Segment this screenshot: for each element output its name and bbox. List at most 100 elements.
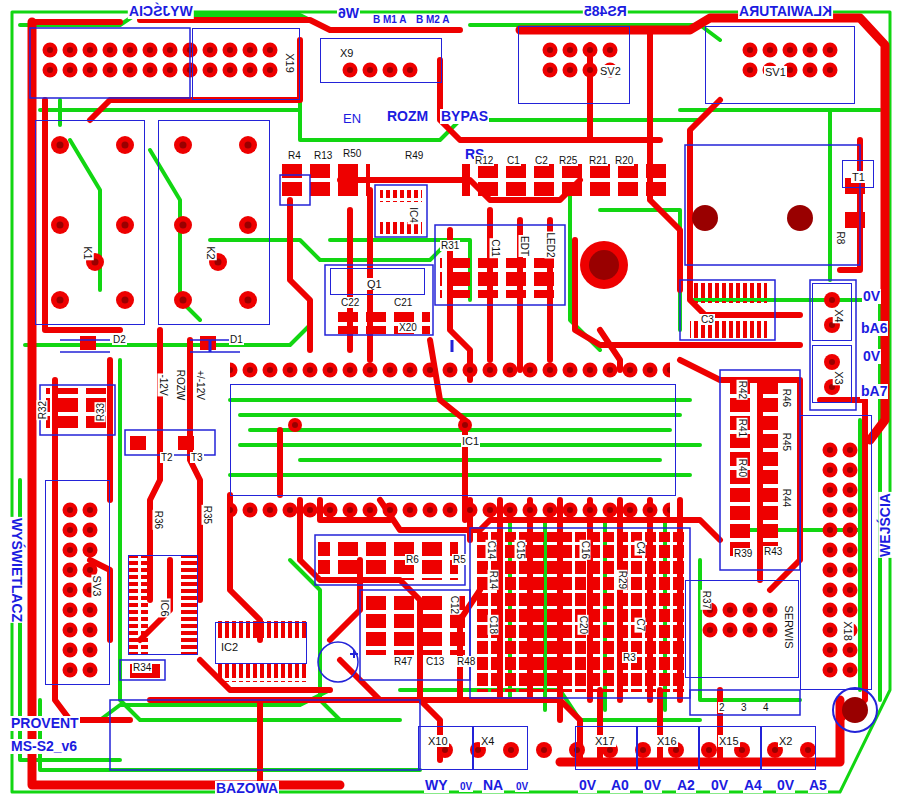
solder-pad	[122, 222, 129, 229]
part-name: X18	[842, 620, 854, 642]
silkscreen-outline	[40, 385, 115, 435]
solder-pad	[280, 162, 370, 198]
solder-pad	[288, 418, 302, 432]
part-name: IC1	[461, 435, 480, 447]
top-copper-trace	[277, 430, 283, 495]
solder-pad	[215, 618, 306, 638]
solder-pad	[365, 595, 465, 655]
solder-pad	[245, 142, 252, 149]
solder-pad	[51, 136, 69, 154]
silkscreen-outline	[315, 535, 465, 585]
silkscreen-label: 0V	[862, 289, 881, 304]
top-copper-trace	[150, 330, 160, 600]
silkscreen-label: BAZOWA	[215, 781, 279, 796]
solder-pad	[458, 418, 472, 432]
silkscreen-label: R21	[588, 155, 608, 166]
solder-pad	[80, 336, 96, 350]
silkscreen-label: T2	[160, 452, 174, 463]
silkscreen-outline	[435, 225, 565, 305]
silkscreen-label: R49	[404, 150, 424, 161]
part-name: X15	[718, 735, 740, 747]
silkscreen-label: R5	[452, 554, 467, 565]
component-outline: X9	[320, 38, 442, 83]
bottom-copper-trace	[700, 560, 800, 700]
silkscreen-label: R37	[701, 590, 712, 610]
solder-pad	[174, 216, 192, 234]
silkscreen-label: R35	[202, 505, 213, 525]
solder-pad	[292, 422, 298, 428]
silkscreen-outline	[60, 340, 240, 352]
top-copper-trace	[690, 100, 800, 315]
silkscreen-label: A5	[808, 778, 828, 793]
solder-pad	[589, 250, 619, 280]
solder-pad	[122, 297, 129, 304]
silkscreen-label: R3	[622, 652, 637, 663]
part-name: SV3	[91, 575, 103, 598]
silkscreen-label: R40	[737, 458, 748, 478]
solder-pad	[46, 388, 106, 428]
silkscreen-outline	[210, 340, 452, 352]
solder-pad	[824, 354, 840, 370]
solder-pad	[330, 312, 430, 334]
solder-pad	[690, 283, 767, 303]
component-outline: T1	[842, 160, 874, 188]
solder-pad	[824, 292, 840, 308]
silkscreen-label: C1	[506, 155, 521, 166]
solder-pad	[829, 359, 835, 365]
silkscreen-label: C21	[393, 297, 413, 308]
solder-pad	[740, 40, 840, 80]
solder-pad	[820, 440, 860, 680]
bottom-copper-trace	[100, 690, 330, 720]
top-copper-trace	[257, 700, 263, 788]
silkscreen-label: WY	[424, 778, 449, 793]
component-outline: X10	[418, 726, 473, 770]
silkscreen-outline	[375, 185, 427, 237]
solder-pad	[728, 378, 784, 558]
silkscreen-label: RS485	[583, 4, 628, 19]
silkscreen-outline	[120, 660, 165, 680]
part-name: X3	[833, 370, 845, 385]
silkscreen-label: 0V	[643, 778, 662, 793]
silkscreen-label: R29	[617, 570, 628, 590]
silkscreen-label: KLAWIATURA	[738, 4, 833, 19]
component-outline: X18	[800, 415, 872, 690]
solder-pad	[128, 555, 148, 655]
component-outline: SV1	[705, 26, 855, 104]
silkscreen-label: C11	[490, 238, 501, 258]
silkscreen-label: R50	[342, 148, 362, 159]
bottom-copper-trace	[12, 12, 890, 792]
bottom-copper-trace	[690, 300, 880, 700]
solder-pad	[230, 500, 670, 520]
silkscreen-label: NA	[482, 778, 504, 793]
silkscreen-label: R6	[405, 554, 420, 565]
part-name: X17	[594, 735, 616, 747]
solder-pad	[57, 297, 64, 304]
solder-pad	[40, 40, 868, 760]
solder-pad	[116, 136, 134, 154]
silkscreen-label: C3	[700, 314, 715, 325]
silkscreen-label: R41	[737, 418, 748, 438]
silkscreen-label: ROZM	[386, 109, 429, 124]
part-name: K1	[82, 245, 94, 260]
silkscreen-label: BYPAS	[440, 109, 489, 124]
solder-pad	[380, 222, 422, 234]
part-name: X16	[656, 735, 678, 747]
silkscreen-outline	[318, 642, 358, 682]
silkscreen-label: R4	[287, 150, 302, 161]
silkscreen-label: LED2	[545, 231, 556, 258]
solder-pad	[51, 216, 69, 234]
silkscreen-label: PROVENT	[10, 716, 80, 731]
silkscreen-label: 0V	[710, 778, 729, 793]
silkscreen-label: R33	[95, 402, 106, 422]
solder-pad	[440, 258, 560, 298]
solder-pad	[51, 136, 865, 678]
part-name: SV1	[764, 66, 787, 78]
solder-pad	[215, 664, 306, 682]
silkscreen-label: R13	[313, 150, 333, 161]
silkscreen-label: C4	[635, 541, 646, 556]
silkscreen-label: C20	[578, 615, 589, 635]
part-name: Q1	[366, 278, 383, 290]
silkscreen-label: R36	[153, 510, 164, 530]
silkscreen-label: C18	[488, 615, 499, 635]
